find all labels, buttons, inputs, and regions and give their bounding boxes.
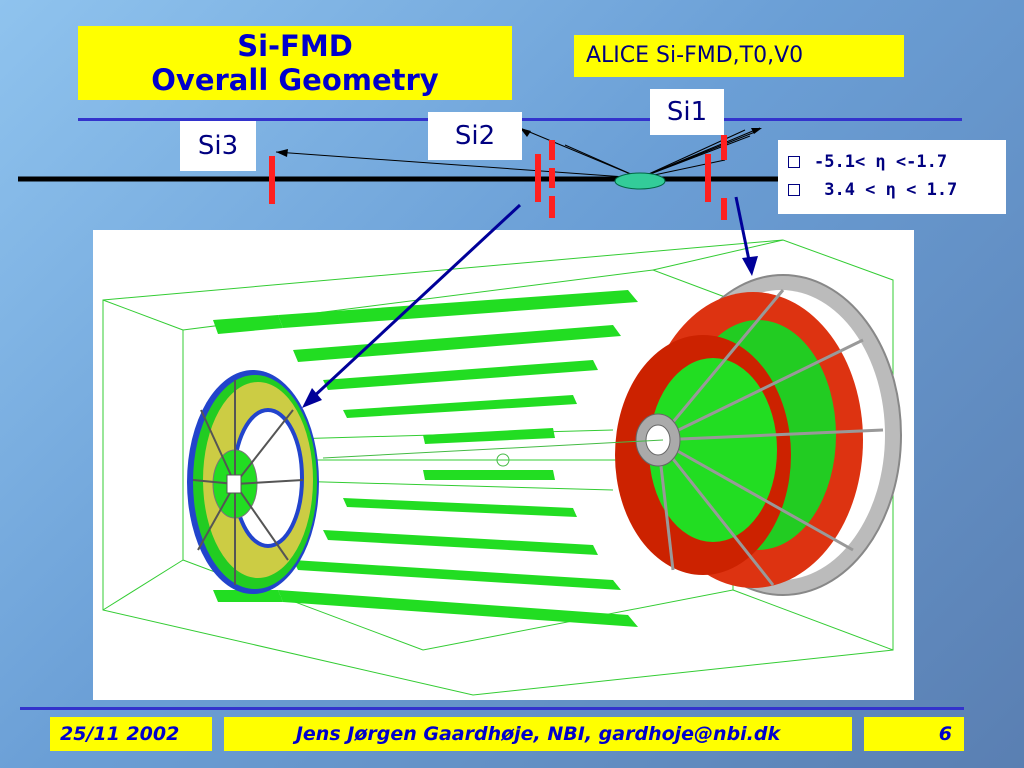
title-line-1: Si-FMD bbox=[237, 29, 353, 63]
interaction-point-marker bbox=[496, 453, 510, 467]
bottom-divider bbox=[20, 707, 964, 710]
eta-range-item: -5.1< η <-1.7 bbox=[788, 148, 996, 176]
checkbox-bullet-icon bbox=[788, 156, 800, 168]
particle-tracks bbox=[275, 127, 761, 179]
footer-author: Jens Jørgen Gaardhøje, NBI, gardhoje@nbi… bbox=[295, 723, 781, 745]
subtitle-text: ALICE Si-FMD,T0,V0 bbox=[586, 43, 804, 68]
label-si3-text: Si3 bbox=[197, 131, 239, 161]
eta-range-text: -5.1< η <-1.7 bbox=[814, 152, 948, 172]
si3-ring-detector bbox=[187, 370, 319, 594]
detector-geometry-diagram bbox=[93, 230, 914, 700]
checkbox-bullet-icon bbox=[788, 184, 800, 196]
eta-range-list: -5.1< η <-1.7 3.4 < η < 1.7 bbox=[778, 140, 1006, 214]
label-si1-text: Si1 bbox=[666, 97, 708, 127]
arrow-to-si1-ring bbox=[734, 196, 752, 266]
page-number: 6 bbox=[938, 723, 952, 745]
title-line-2: Overall Geometry bbox=[151, 63, 439, 97]
arrowhead-si1-icon bbox=[742, 256, 758, 276]
label-si1: Si1 bbox=[650, 89, 724, 135]
beam-axis bbox=[322, 439, 664, 459]
footer-date: 25/11 2002 bbox=[60, 723, 180, 745]
interaction-point bbox=[614, 172, 666, 190]
geometry-drawing bbox=[102, 239, 902, 696]
slide-title: Si-FMD Overall Geometry bbox=[78, 26, 512, 100]
arrowhead-si3-icon bbox=[302, 388, 322, 408]
detector-markers bbox=[269, 135, 727, 220]
subtitle-box: ALICE Si-FMD,T0,V0 bbox=[574, 35, 904, 77]
footer-date-box: 25/11 2002 bbox=[50, 717, 212, 751]
footer-page-box: 6 bbox=[864, 717, 964, 751]
arrow-to-si3-ring bbox=[308, 203, 522, 402]
footer-author-box: Jens Jørgen Gaardhøje, NBI, gardhoje@nbi… bbox=[224, 717, 852, 751]
label-si2-text: Si2 bbox=[454, 121, 496, 151]
eta-range-item: 3.4 < η < 1.7 bbox=[788, 176, 996, 204]
si1-si2-ring-detector bbox=[615, 274, 902, 596]
track-arrowheads bbox=[276, 128, 762, 157]
label-si3: Si3 bbox=[180, 121, 256, 171]
beamline-schematic bbox=[18, 127, 778, 220]
eta-range-text: 3.4 < η < 1.7 bbox=[814, 180, 958, 200]
support-beams bbox=[213, 290, 638, 627]
label-si2: Si2 bbox=[428, 112, 522, 160]
